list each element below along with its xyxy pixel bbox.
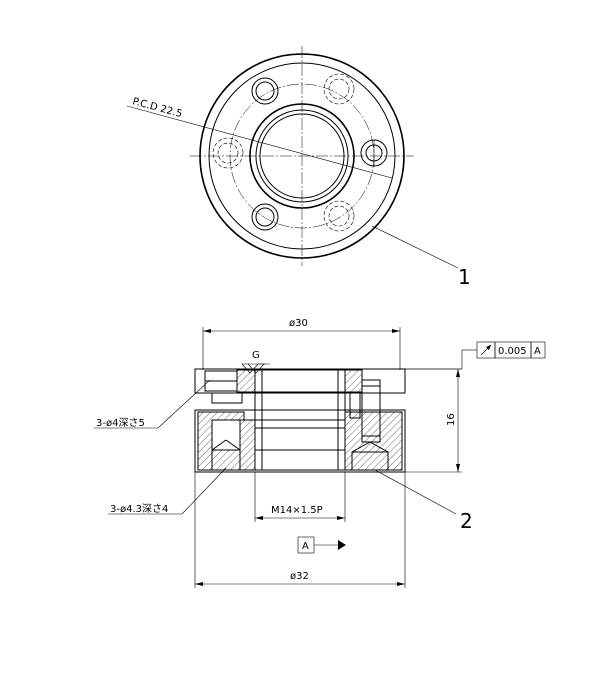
lower-flange — [194, 409, 406, 473]
pin-right — [351, 379, 389, 471]
pcd-leader — [126, 105, 393, 179]
tolerance-datum: A — [534, 346, 541, 357]
hatch-upper-left — [236, 369, 256, 393]
balloon-1-leader — [371, 225, 459, 269]
upper-flange — [194, 368, 406, 394]
balloon-1: 1 — [458, 265, 471, 289]
surface-finish-symbol: G — [241, 350, 270, 374]
hatch-right — [344, 411, 403, 471]
note-holes-43: 3-ø4.3深さ4 — [110, 503, 168, 515]
note-holes-43-leader — [181, 467, 227, 515]
hatch-upper-right — [344, 369, 363, 393]
hidden-hole-left — [212, 137, 244, 169]
pcd-label: P.C.D 22.5 — [131, 96, 183, 120]
datum-label: A — [302, 541, 309, 552]
counterbore-lower-left — [211, 449, 241, 471]
tolerance-value: 0.005 — [498, 346, 527, 357]
balloon-2-leader — [374, 469, 457, 515]
slot-right — [349, 392, 361, 419]
datum-a: A — [297, 536, 346, 554]
tolerance-frame: 0.005 A — [405, 341, 546, 370]
hole-right — [360, 139, 388, 167]
hidden-hole-bottom-right — [323, 200, 355, 232]
hatch-left — [197, 411, 245, 471]
hole-bottom-left — [251, 203, 279, 231]
slot-left — [211, 392, 243, 404]
dim-phi30: ø30 — [289, 318, 308, 329]
top-view: P.C.D 22.5 1 — [126, 46, 471, 289]
note-holes-4: 3-ø4深さ5 — [96, 417, 145, 429]
balloon-2: 2 — [460, 509, 473, 533]
hole-top-left — [251, 77, 279, 105]
side-view: ø30 — [94, 318, 546, 588]
note-holes-4-leader — [157, 379, 211, 429]
hidden-hole-top-right — [323, 73, 355, 105]
dim-thread: M14×1.5P — [271, 505, 323, 516]
dim-16: 16 — [446, 413, 457, 426]
surface-finish-label: G — [252, 350, 260, 361]
dim-phi32: ø32 — [290, 571, 309, 582]
